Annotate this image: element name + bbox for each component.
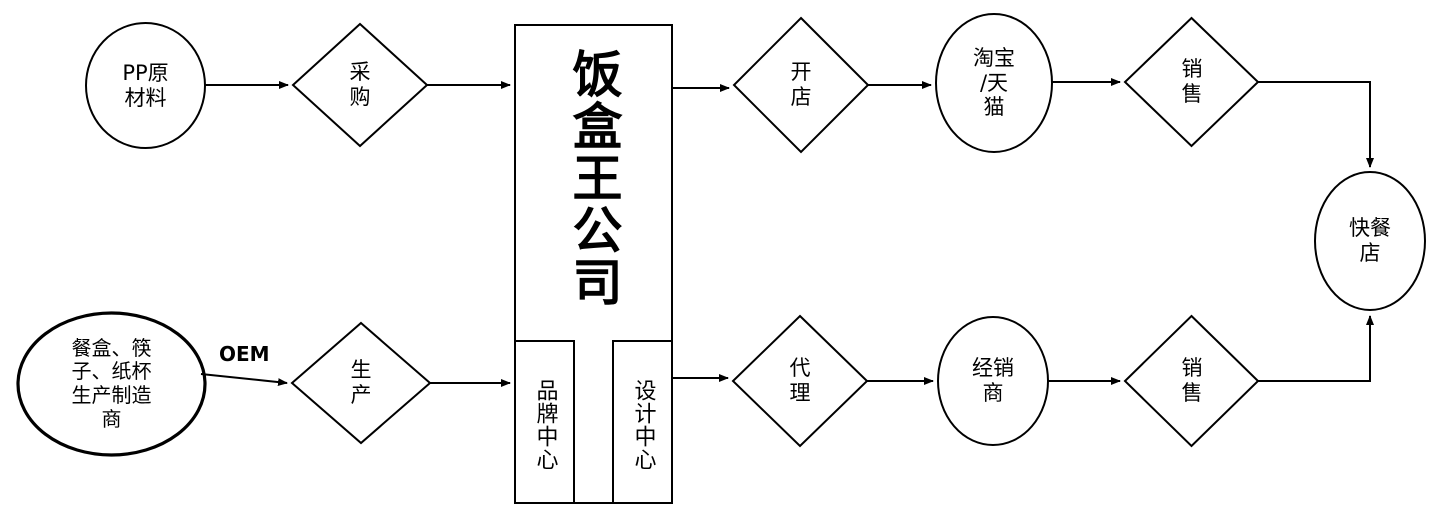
node-production[interactable] <box>290 321 432 445</box>
node-agency[interactable] <box>731 314 869 448</box>
node-oem-manufacturer[interactable] <box>16 311 207 457</box>
node-fastfood-shop[interactable] <box>1314 171 1426 311</box>
node-brand-center[interactable] <box>514 340 575 504</box>
node-taobao-tmall[interactable] <box>935 13 1053 153</box>
node-sales-bottom[interactable] <box>1123 314 1260 448</box>
edge-label-oem: OEM <box>219 342 270 366</box>
node-open-store[interactable] <box>732 16 870 154</box>
edge-sales-bottom-to-fastfood <box>1258 315 1374 382</box>
node-distributor[interactable] <box>937 316 1049 446</box>
edge-sales-top-to-fastfood <box>1258 81 1374 168</box>
node-design-center[interactable] <box>612 340 673 504</box>
edge-oem-to-production <box>200 373 288 387</box>
node-pp-material[interactable] <box>85 22 206 149</box>
node-sales-top[interactable] <box>1123 16 1260 148</box>
node-procurement[interactable] <box>291 22 429 148</box>
